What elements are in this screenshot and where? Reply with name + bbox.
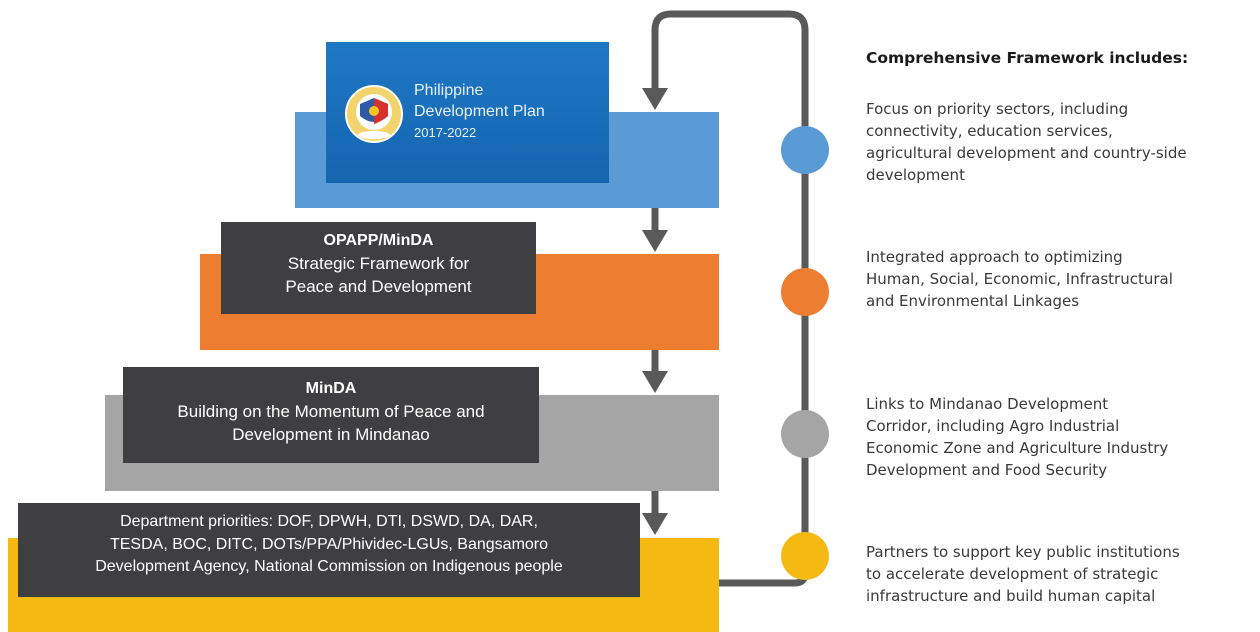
- opapp-minda-box: OPAPP/MinDA Strategic Framework for Peac…: [221, 222, 536, 314]
- opapp-title: OPAPP/MinDA: [323, 232, 434, 249]
- framework-item-4: Partners to support key public instituti…: [866, 541, 1256, 607]
- arrow-down-icon: [642, 230, 668, 252]
- philippine-seal-icon: [345, 85, 403, 143]
- arrow-down-icon: [642, 88, 668, 110]
- framework-item-3-line1: Links to Mindanao Development: [866, 395, 1109, 413]
- framework-item-2-line3: and Environmental Linkages: [866, 292, 1080, 310]
- framework-heading: Comprehensive Framework includes:: [866, 49, 1189, 67]
- department-line3: Development Agency, National Commission …: [95, 558, 563, 575]
- framework-item-1: Focus on priority sectors, including con…: [866, 98, 1256, 186]
- framework-item-4-line3: infrastructure and build human capital: [866, 587, 1156, 605]
- framework-item-1-line2: connectivity, education services,: [866, 122, 1113, 140]
- framework-item-4-line1: Partners to support key public instituti…: [866, 543, 1180, 561]
- minda-line1: Building on the Momentum of Peace and: [177, 402, 485, 421]
- framework-item-1-line3: agricultural development and country-sid…: [866, 144, 1187, 162]
- framework-item-2-line1: Integrated approach to optimizing: [866, 248, 1123, 266]
- pdp-logo-card: Philippine Development Plan 2017-2022: [326, 42, 609, 183]
- timeline-dots: [781, 126, 829, 580]
- feedback-loop-line: [651, 10, 809, 587]
- dot-orange: [781, 268, 829, 316]
- opapp-line1: Strategic Framework for: [287, 254, 470, 273]
- pdp-title-line1: Philippine: [414, 82, 484, 99]
- dot-blue: [781, 126, 829, 174]
- framework-item-3-line4: Development and Food Security: [866, 461, 1108, 479]
- opapp-line2: Peace and Development: [285, 277, 472, 296]
- minda-line2: Development in Mindanao: [232, 425, 430, 444]
- department-line1: Department priorities: DOF, DPWH, DTI, D…: [120, 513, 538, 530]
- pdp-years: 2017-2022: [414, 125, 477, 140]
- department-priorities-box: Department priorities: DOF, DPWH, DTI, D…: [18, 503, 640, 597]
- framework-item-2-line2: Human, Social, Economic, Infrastructural: [866, 270, 1173, 288]
- dot-gray: [781, 410, 829, 458]
- framework-item-3-line3: Economic Zone and Agriculture Industry: [866, 439, 1169, 457]
- minda-title: MinDA: [305, 380, 357, 397]
- framework-item-3-line2: Corridor, including Agro Industrial: [866, 417, 1120, 435]
- framework-item-1-line4: development: [866, 166, 965, 184]
- arrow-down-icon: [642, 513, 668, 535]
- dot-yellow: [781, 532, 829, 580]
- framework-item-1-line1: Focus on priority sectors, including: [866, 100, 1129, 118]
- minda-box: MinDA Building on the Momentum of Peace …: [123, 367, 539, 463]
- arrow-down-icon: [642, 371, 668, 393]
- department-line2: TESDA, BOC, DITC, DOTs/PPA/Phividec-LGUs…: [109, 535, 549, 553]
- framework-item-3: Links to Mindanao Development Corridor, …: [866, 393, 1256, 481]
- pdp-title-line2: Development Plan: [414, 103, 545, 120]
- framework-item-4-line2: to accelerate development of strategic: [866, 565, 1159, 583]
- framework-item-2: Integrated approach to optimizing Human,…: [866, 246, 1256, 312]
